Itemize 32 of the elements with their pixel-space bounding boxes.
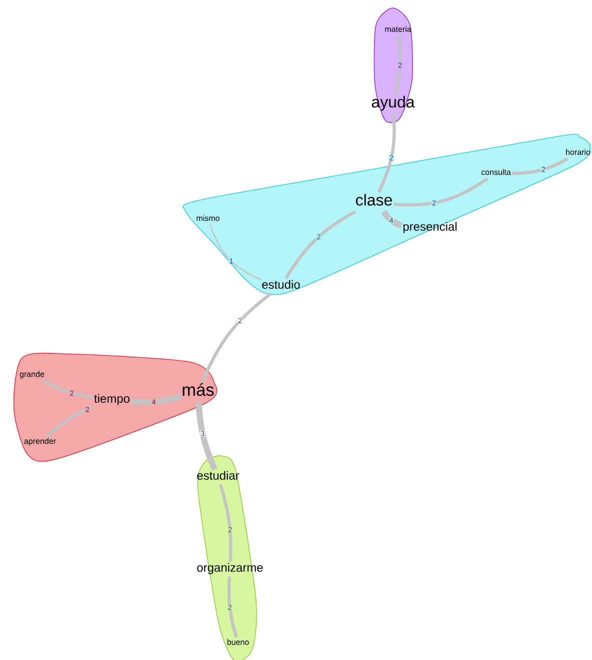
edge-line bbox=[512, 157, 569, 175]
node-text: aprender bbox=[24, 438, 56, 446]
node-text: bueno bbox=[227, 639, 249, 645]
node-text: materia bbox=[385, 26, 412, 32]
node-text: ayuda bbox=[372, 96, 415, 111]
node-text: presencial bbox=[403, 222, 457, 234]
cluster-blob bbox=[182, 134, 591, 296]
cluster-blob bbox=[374, 8, 413, 123]
node-text: mismo bbox=[196, 215, 220, 221]
edge-line bbox=[200, 292, 272, 382]
node-text: tiempo bbox=[94, 394, 130, 406]
edge-line bbox=[210, 224, 261, 280]
node-text: grande bbox=[20, 371, 44, 379]
edge-line bbox=[394, 177, 488, 207]
node-text: más bbox=[182, 382, 214, 396]
node-text: estudio bbox=[262, 280, 300, 289]
edge-line bbox=[196, 402, 218, 471]
node-text: clase bbox=[356, 194, 392, 206]
edge-line bbox=[130, 394, 182, 406]
edge-line bbox=[46, 406, 94, 438]
edge-line bbox=[377, 114, 396, 194]
edge-line bbox=[284, 210, 356, 280]
edge-line bbox=[227, 576, 238, 638]
node-text: consulta bbox=[481, 169, 511, 175]
edge-line bbox=[218, 484, 232, 562]
node-text: estudiar bbox=[197, 470, 240, 480]
node-text: organizarme bbox=[197, 562, 263, 574]
node-text: horario bbox=[566, 149, 590, 155]
edge-line bbox=[394, 35, 402, 95]
cluster-blob bbox=[13, 352, 218, 462]
edge-line bbox=[381, 210, 403, 228]
edge-line bbox=[42, 379, 94, 400]
